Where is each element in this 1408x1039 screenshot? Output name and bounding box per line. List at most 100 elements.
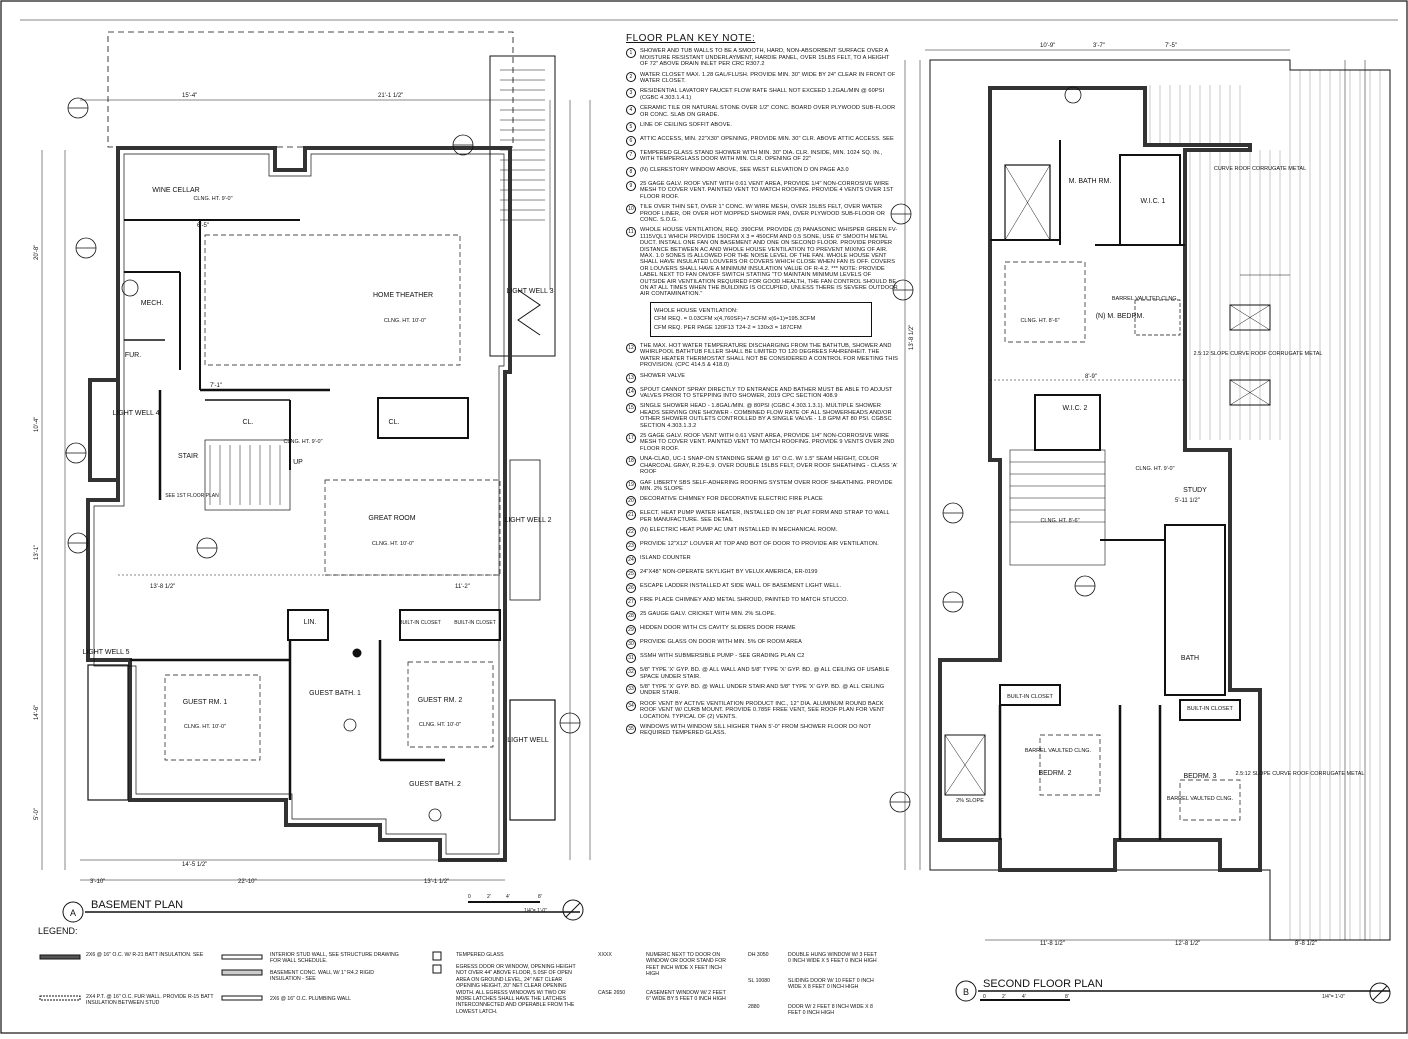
second-floor-plan bbox=[889, 49, 1391, 1004]
hall-ceiling: CLNG. HT. 9'-0" bbox=[283, 439, 322, 445]
key-note-text: Elect. heat pump water heater, installed… bbox=[640, 510, 890, 523]
legend-item-9: CASEMENT WINDOW W/ 2 FEET 6" WIDE BY 5 F… bbox=[646, 990, 726, 1003]
key-note-text: Escape ladder installed at side wall of … bbox=[640, 583, 842, 590]
room-wic-2: W.I.C. 2 bbox=[1063, 405, 1088, 412]
key-note-text: 25 gage galv. roof vent with 0.61 vent a… bbox=[640, 180, 894, 200]
basement-plan bbox=[41, 31, 591, 923]
dim-b3: 20'-8" bbox=[34, 245, 40, 260]
basement-tag: A bbox=[70, 908, 76, 918]
key-note-item: 335/8" type 'X' gyp. bd. @ wall under st… bbox=[622, 683, 898, 697]
key-note-number: 2 bbox=[626, 71, 636, 82]
key-note-item: 15 Single shower head - 1.8gal/min. @ 80p… bbox=[622, 403, 898, 429]
key-note-item: 1Shower and tub walls to be a smooth, ha… bbox=[622, 48, 898, 67]
key-note-text: Tile over thin set, over 1" conc. w/ wir… bbox=[640, 204, 885, 223]
key-note-text: Residential lavatory faucet flow rate sh… bbox=[640, 88, 885, 101]
key-note-number: 10 bbox=[626, 204, 636, 215]
dim-s8: 8'-9" bbox=[1085, 374, 1097, 380]
key-note-number: 20 bbox=[626, 496, 636, 507]
key-notes-list: 1Shower and tub walls to be a smooth, ha… bbox=[622, 48, 898, 736]
key-note-number: 1 bbox=[626, 48, 636, 59]
key-note-item: 24Island counter bbox=[622, 555, 898, 566]
legend-item-10: DOUBLE HUNG WINDOW W/ 3 FEET 0 INCH WIDE… bbox=[788, 952, 877, 965]
legend-key-12: 2880 bbox=[748, 1004, 760, 1010]
key-note-number: 11 bbox=[626, 227, 636, 238]
roof-note-slope-2: 2.5:12 SLOPE CURVE ROOF CORRUGATE METAL bbox=[1236, 771, 1365, 777]
key-note-text: (N) Clerestory window above, see west el… bbox=[640, 166, 849, 173]
key-note-number: 27 bbox=[626, 597, 636, 608]
slope-note: 2% SLOPE bbox=[956, 798, 984, 804]
second-floor-labels: M. BATH RM. W.I.C. 1 CURVE ROOF CORRUGAT… bbox=[956, 166, 1364, 804]
scale-tick-1: 2' bbox=[487, 894, 491, 900]
legend-item-11: SLIDING DOOR W/ 10 FEET 0 INCH WIDE x 8 … bbox=[788, 978, 874, 991]
legend-key-11: SL 10080 bbox=[748, 978, 771, 984]
room-light-well-3: LIGHT WELL 3 bbox=[506, 288, 553, 295]
key-note-number: 21 bbox=[626, 510, 636, 521]
scale-tick-b0: 0 bbox=[983, 994, 986, 1000]
bedroom-3-barrel: BARREL VAULTED CLNG. bbox=[1167, 796, 1234, 802]
see-first-floor-note: SEE 1ST FLOOR PLAN bbox=[165, 493, 219, 499]
dim-s6: 8'-8 1/2" bbox=[1295, 941, 1317, 947]
legend-item-3: INTERIOR STUD WALL, SEE STRUCTURE DRAWIN… bbox=[270, 952, 399, 965]
key-note-item: 21 Elect. heat pump water heater, install… bbox=[622, 510, 898, 523]
plan-titles: A BASEMENT PLAN B SECOND FLOOR PLAN 0 2'… bbox=[70, 894, 1345, 1000]
key-note-number: 34 bbox=[626, 700, 636, 711]
key-note-item: 4Ceramic tile or natural stone over 1/2"… bbox=[622, 105, 898, 118]
home-theater-ceiling: CLNG. HT. 10'-0" bbox=[384, 318, 426, 324]
key-note-number: 12 bbox=[626, 343, 636, 353]
dim-b1: 15'-4" bbox=[182, 93, 197, 99]
key-note-text: Single shower head - 1.8gal/min. @ 80psi… bbox=[640, 403, 892, 429]
great-room-ceiling: CLNG. HT. 10'-0" bbox=[372, 541, 414, 547]
key-note-text: Decorative chimney for decorative electr… bbox=[640, 496, 823, 503]
room-light-well-2: LIGHT WELL 2 bbox=[504, 517, 551, 524]
legend-item-4: BASEMENT CONC. WALL W/ 1" R4.2 RIGID INS… bbox=[270, 970, 374, 983]
dim-s9: 5'-11 1/2" bbox=[1175, 498, 1200, 504]
key-note-text: Line of ceiling soffit above. bbox=[640, 122, 733, 129]
key-note-item: 10 Tile over thin set, over 1" conc. w/ w… bbox=[622, 204, 898, 223]
key-note-item: 30Provide glass on door with min. 5% of … bbox=[622, 639, 898, 650]
key-note-text: Provide glass on door with min. 5% of ro… bbox=[640, 639, 802, 646]
legend-item-2: 2x4 P.T. @ 16" O.C. FUR WALL. PROVIDE R-… bbox=[86, 994, 214, 1007]
legend-key-8: XXXX bbox=[598, 952, 612, 958]
key-note-number: 14 bbox=[626, 386, 636, 397]
key-note-text: Tempered glass stand shower with min. 30… bbox=[640, 150, 883, 163]
scale-tick-b2: 4' bbox=[1022, 994, 1026, 1000]
key-note-number: 15 bbox=[626, 403, 636, 414]
room-linen: LIN. bbox=[304, 619, 317, 626]
room-closet: CL. bbox=[243, 419, 254, 426]
key-note-item: 14Spout cannot spray directly to entranc… bbox=[622, 386, 898, 400]
key-note-item: 8(N) Clerestory window above, see west e… bbox=[622, 166, 898, 177]
key-note-item: 32 5/8" type 'X' gyp. bd. @ all wall and … bbox=[622, 667, 898, 680]
legend-swatches bbox=[39, 951, 442, 1001]
second-floor-tag: B bbox=[963, 987, 969, 997]
legend-item-5: 2x6 @ 16" O.C. PLUMBING WALL bbox=[270, 996, 352, 1002]
built-in-closet-d: BUILT-IN CLOSET bbox=[1187, 706, 1233, 712]
scale-tick-0: 0 bbox=[468, 894, 471, 900]
dim-b13: 13'-1 1/2" bbox=[424, 879, 449, 885]
key-note-item: 7 Tempered glass stand shower with min. 3… bbox=[622, 150, 898, 163]
key-note-number: 28 bbox=[626, 611, 636, 622]
key-note-item: 12The max. hot water temperature dischar… bbox=[622, 343, 898, 369]
legend-key-9: CASE 2650 bbox=[598, 990, 626, 996]
key-note-item: 27Fire place chimney and metal shroud, p… bbox=[622, 597, 898, 608]
legend-key-10: DH 3050 bbox=[748, 952, 769, 958]
key-note-number: 24 bbox=[626, 555, 636, 566]
legend-item-8: NUMERIC NEXT TO DOOR ON WINDOW OR DOOR S… bbox=[646, 952, 727, 978]
basement-labels: WINE CELLAR MECH. FUR. HOME THEATHER CLN… bbox=[82, 187, 553, 788]
key-note-number: 3 bbox=[626, 88, 636, 99]
key-note-text: 5/8" type 'X' gyp. bd. @ all wall and 5/… bbox=[640, 667, 890, 680]
key-note-text: (N) Electric heat pump AC unit installed… bbox=[640, 527, 838, 534]
scale-tick-2: 4' bbox=[506, 894, 510, 900]
dim-s7: 13'-8 1/2" bbox=[909, 325, 915, 350]
room-stair: STAIR bbox=[178, 453, 198, 460]
key-notes-title: FLOOR PLAN KEY NOTE: bbox=[626, 33, 756, 44]
key-note-text: Attic access, min. 22"x30" opening, prov… bbox=[640, 136, 894, 143]
built-in-closet-c: BUILT-IN CLOSET bbox=[1007, 694, 1053, 700]
key-note-number: 7 bbox=[626, 150, 636, 161]
key-note-number: 32 bbox=[626, 667, 636, 678]
wine-cellar-ceiling: CLNG. HT. 9'-0" bbox=[193, 196, 232, 202]
